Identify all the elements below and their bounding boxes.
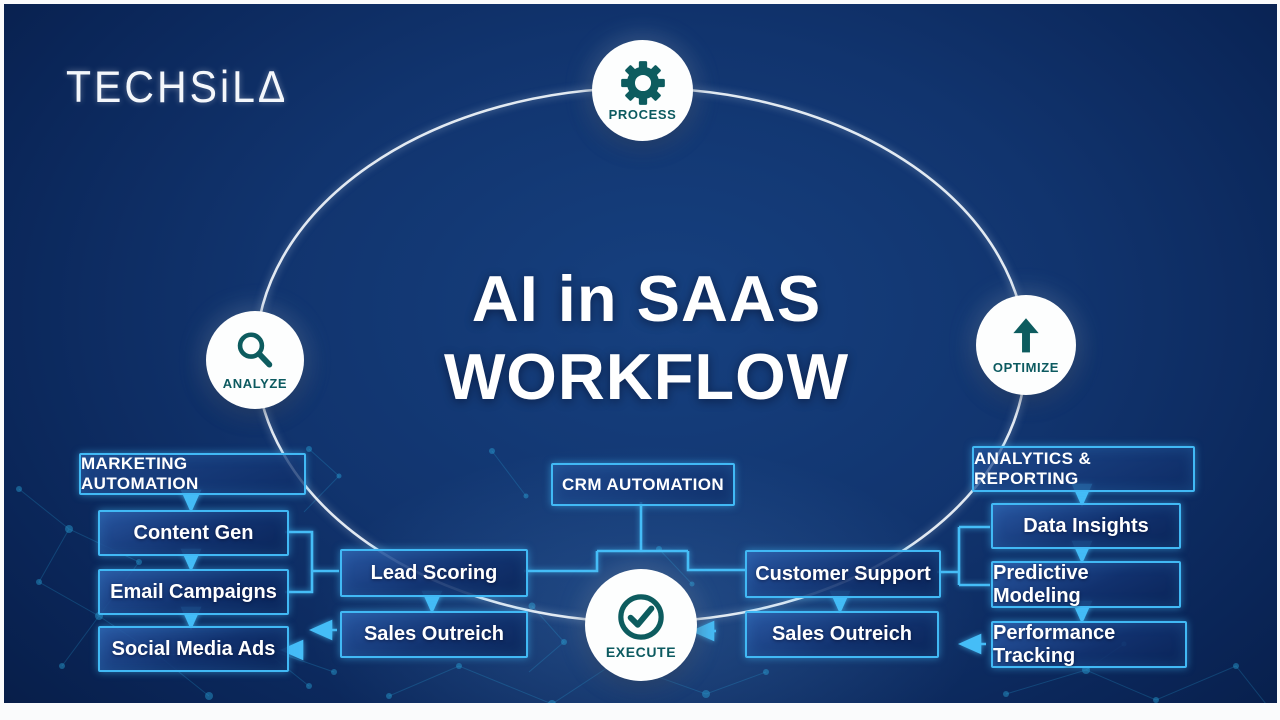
cycle-node-execute: EXECUTE (585, 569, 697, 681)
node-label-optimize: OPTIMIZE (992, 360, 1060, 375)
title-line1: AI in SAAS (471, 262, 822, 335)
frame-top (0, 0, 1280, 4)
cycle-node-process: PROCESS (592, 40, 693, 141)
connector-crm-branch (524, 502, 745, 573)
title-line2: WORKFLOW (443, 340, 850, 413)
infographic-canvas: TECHSiLΔ AI in SAAS WORKFLOW PROCESS (4, 4, 1277, 703)
connector-right-bracket (937, 525, 990, 587)
box-lead-scoring: Lead Scoring (340, 549, 528, 597)
cycle-node-analyze: ANALYZE (206, 311, 304, 409)
constellation-pattern (16, 446, 1266, 703)
frame-left (0, 0, 4, 720)
frame-bottom (0, 703, 1280, 720)
flow-connectors (180, 483, 1093, 661)
box-social-media-ads: Social Media Ads (98, 626, 289, 672)
node-label-analyze: ANALYZE (222, 376, 288, 391)
brand-logo: TECHSiLΔ (66, 62, 289, 112)
connector-left-bracket (285, 530, 339, 594)
box-content-gen: Content Gen (98, 510, 289, 556)
arrow-up-icon (1013, 318, 1039, 353)
cycle-node-optimize: OPTIMIZE (976, 295, 1076, 395)
header-marketing-automation: MARKETING AUTOMATION (79, 453, 306, 495)
box-email-campaigns: Email Campaigns (98, 569, 289, 615)
check-circle-icon (618, 593, 664, 640)
box-customer-support: Customer Support (745, 550, 941, 598)
box-predictive-modeling: Predictive Modeling (991, 561, 1181, 608)
header-analytics-reporting: ANALYTICS & REPORTING (972, 446, 1195, 492)
magnifier-icon (237, 332, 273, 368)
node-label-execute: EXECUTE (605, 643, 677, 660)
node-label-process: PROCESS (608, 106, 677, 122)
box-performance-tracking: Performance Tracking (991, 621, 1187, 668)
box-sales-outreach-right: Sales Outreich (745, 611, 939, 658)
header-crm-automation: CRM AUTOMATION (551, 463, 735, 506)
box-sales-outreach-left: Sales Outreich (340, 611, 528, 658)
page-title: AI in SAAS WORKFLOW (374, 260, 919, 416)
frame-right (1277, 0, 1280, 720)
gear-icon (620, 60, 665, 105)
box-data-insights: Data Insights (991, 503, 1181, 549)
